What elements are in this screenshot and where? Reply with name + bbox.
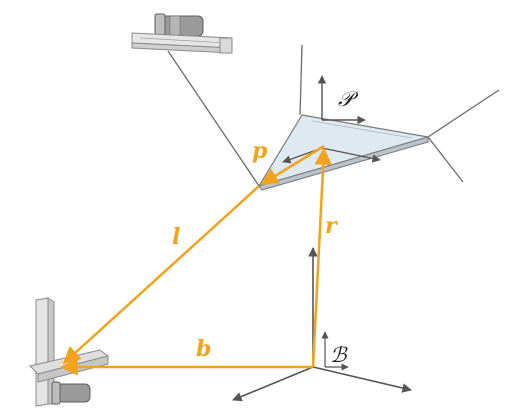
top-winch	[131, 13, 233, 54]
frame-label-P: 𝒫	[338, 87, 359, 111]
cable-top-winch	[167, 50, 260, 187]
base-frame-axes	[232, 247, 412, 402]
cable-right-upper	[427, 89, 500, 138]
frame-label-B: ℬ	[330, 343, 348, 367]
label-r: r	[325, 213, 338, 239]
vector-l	[62, 185, 260, 365]
corner-post-icon	[29, 297, 110, 407]
vector-p	[260, 144, 325, 186]
motor-icon	[154, 13, 204, 39]
cable-top-center	[299, 44, 303, 116]
cables	[167, 44, 500, 187]
label-l: l	[172, 224, 180, 250]
motor-icon	[51, 381, 91, 405]
vector-r	[311, 147, 332, 368]
label-b: b	[196, 336, 211, 362]
cable-right-lower	[427, 136, 464, 183]
label-p: p	[252, 138, 268, 164]
winch-rail-icon	[131, 32, 233, 54]
platform	[257, 114, 429, 191]
